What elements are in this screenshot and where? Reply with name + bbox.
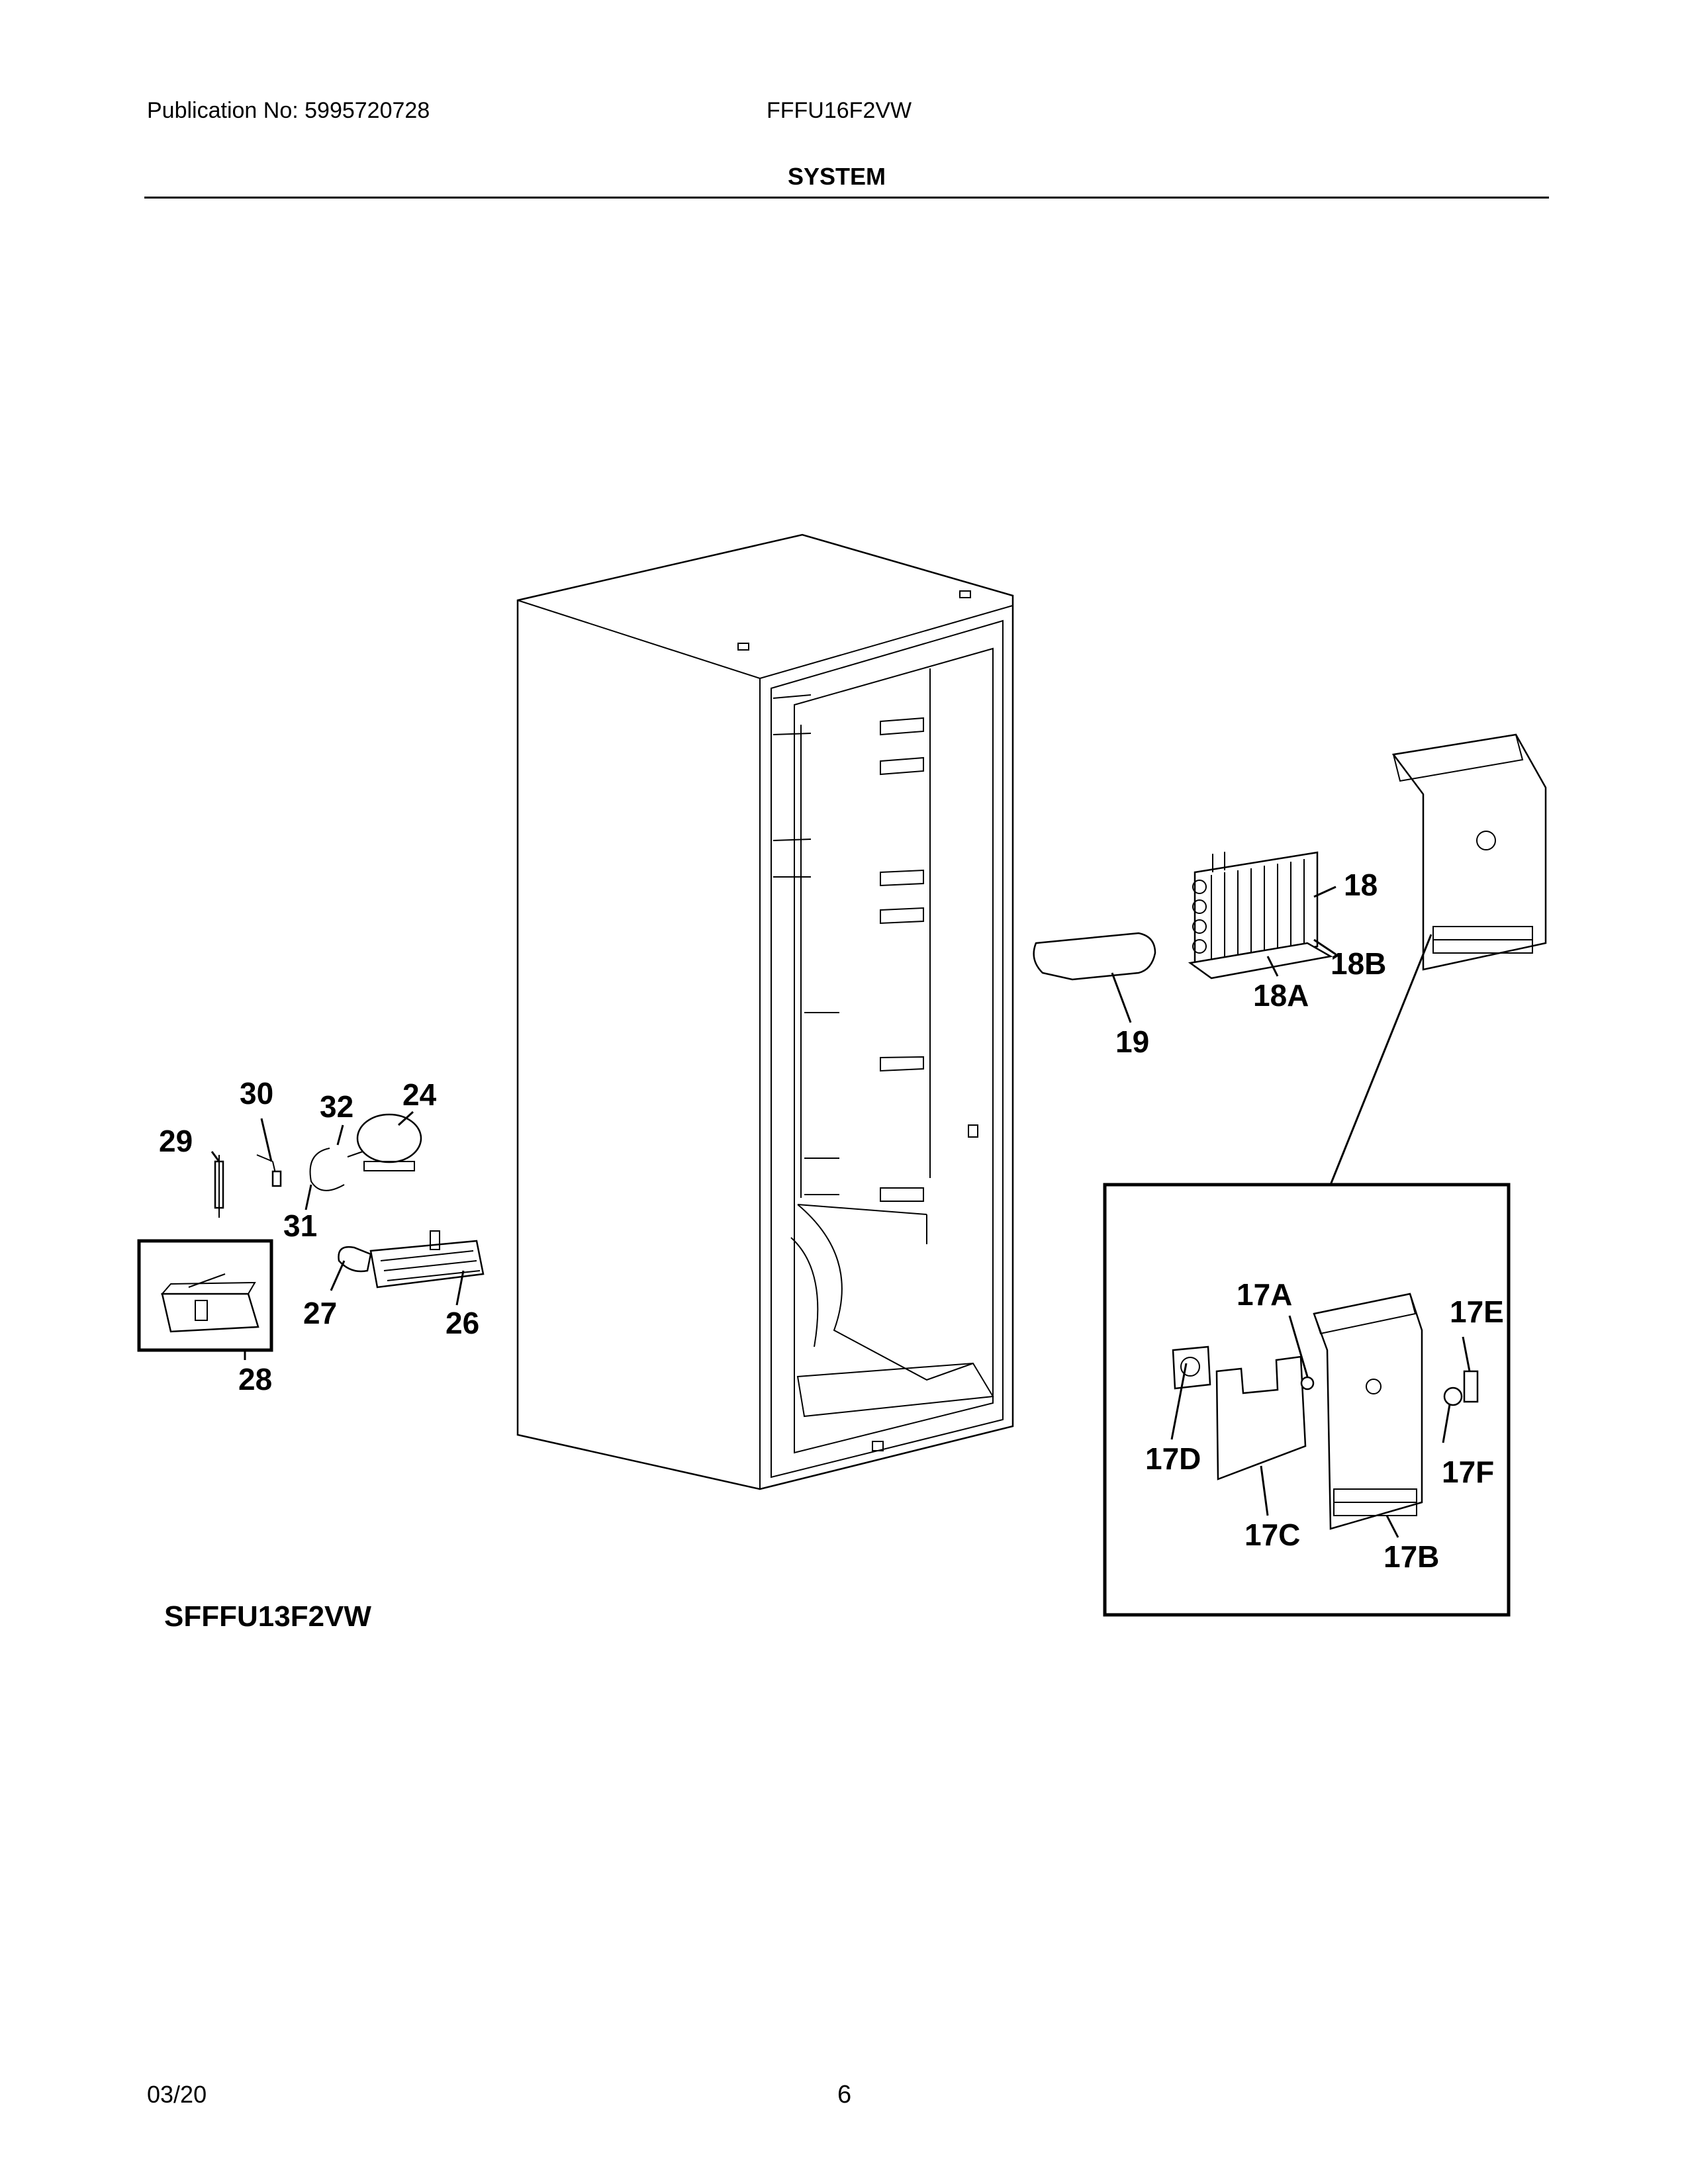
callout-18a: 18A	[1253, 978, 1309, 1013]
callout-29: 29	[159, 1124, 193, 1158]
callout-18b: 18B	[1331, 946, 1386, 981]
tube-29	[214, 1155, 224, 1218]
callout-24: 24	[402, 1077, 437, 1112]
footer-date: 03/20	[147, 2081, 207, 2108]
drain-pan-28-box	[137, 1239, 273, 1352]
overload-32	[309, 1148, 345, 1191]
callout-32: 32	[320, 1089, 353, 1124]
detail-motor-bracket-17d	[1172, 1345, 1211, 1390]
drier-30	[256, 1154, 282, 1187]
model-number: FFFU16F2VW	[767, 98, 912, 123]
detail-insulation-17c	[1215, 1355, 1307, 1480]
callout-17e: 17E	[1450, 1295, 1504, 1329]
callout-17a: 17A	[1237, 1277, 1292, 1312]
fan-27	[338, 1246, 372, 1273]
condenser-26	[369, 1230, 485, 1289]
callout-28: 28	[238, 1362, 272, 1396]
air-duct-cover	[1033, 932, 1156, 981]
evaporator-cover	[1391, 733, 1547, 971]
evaporator-coil	[1192, 851, 1319, 968]
evaporator-drain-tray	[1188, 942, 1333, 979]
callout-31: 31	[283, 1208, 317, 1243]
callout-17d: 17D	[1145, 1441, 1201, 1476]
detail-box	[1103, 1183, 1511, 1617]
callout-30: 30	[240, 1076, 273, 1111]
callout-26: 26	[445, 1306, 479, 1340]
detail-cover-17b	[1313, 1293, 1423, 1530]
compressor-24	[347, 1113, 422, 1171]
callout-17f: 17F	[1442, 1455, 1494, 1489]
callout-17b: 17B	[1383, 1539, 1439, 1574]
detail-small-parts	[1300, 1370, 1479, 1406]
section-title: SYSTEM	[788, 163, 886, 190]
callout-17c: 17C	[1244, 1518, 1300, 1552]
header-rule	[144, 197, 1549, 199]
callout-27: 27	[303, 1296, 337, 1330]
variant-model-note: SFFFU13F2VW	[164, 1600, 371, 1633]
publication-number: Publication No: 5995720728	[147, 98, 430, 123]
page-number: 6	[837, 2081, 852, 2109]
leader-lines	[211, 886, 1471, 1538]
callout-18: 18	[1344, 868, 1378, 902]
cabinet-drawing	[516, 533, 1014, 1490]
callout-19: 19	[1115, 1024, 1149, 1059]
